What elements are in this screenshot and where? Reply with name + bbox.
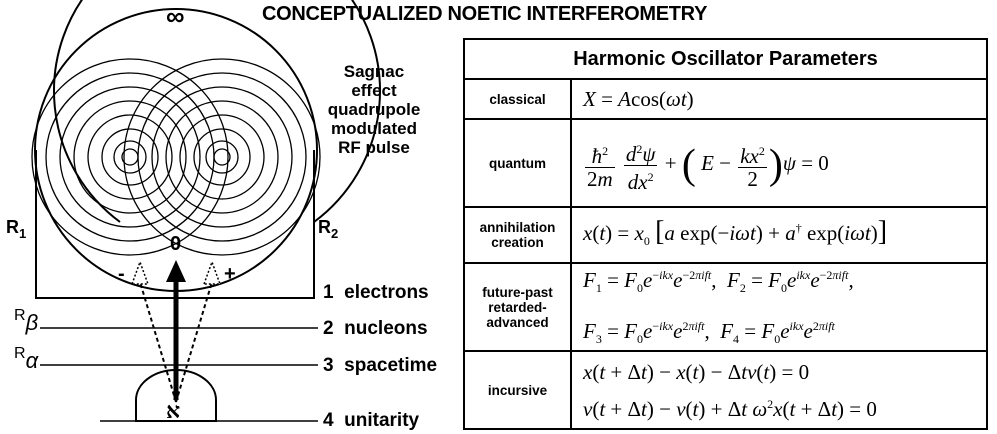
r-beta-subscript: β <box>25 310 39 335</box>
level-label: electrons <box>344 282 429 303</box>
table-row: classical X = Acos(ωt) <box>465 80 986 120</box>
center-arrow-head <box>166 260 186 282</box>
level-unitarity: 4 unitarity <box>323 410 419 432</box>
table-row: incursive x(t + Δt) − x(t) − Δtv(t) = 0 … <box>465 352 986 428</box>
zero-label: 0 <box>170 233 181 255</box>
r-alpha-label: R <box>14 345 26 362</box>
right-rings <box>123 58 321 256</box>
r-beta-label: R <box>14 307 26 324</box>
annihilation-formula: x(t) = x0 [a exp(−iωt) + a† exp(iωt)] <box>583 216 888 249</box>
plus-label: + <box>224 263 236 285</box>
outer-circle <box>53 0 381 223</box>
level-number: 4 <box>323 410 334 431</box>
left-arrow-head <box>130 259 150 285</box>
row-name: annihilation creation <box>465 208 572 262</box>
level-electrons: 1 electrons <box>323 282 429 304</box>
level-number: 1 <box>323 282 334 303</box>
r2-label: R <box>318 217 331 237</box>
level-number: 2 <box>323 318 334 339</box>
level-spacetime: 3 spacetime <box>323 355 437 377</box>
row-name: quantum <box>465 120 572 206</box>
table-heading: Harmonic Oscillator Parameters <box>465 40 986 80</box>
level-label: spacetime <box>344 355 438 376</box>
sagnac-note-line: effect <box>351 81 397 100</box>
sagnac-note: Sagnac effect quadrupole modulated RF pu… <box>318 62 430 157</box>
sagnac-note-line: quadrupole <box>327 100 421 119</box>
r1-subscript: 1 <box>19 226 26 241</box>
row-name: incursive <box>465 352 572 428</box>
row-name: future-past retarded-advanced <box>465 264 572 350</box>
aleph-symbol: א <box>166 398 180 424</box>
r2-subscript: 2 <box>331 226 338 241</box>
svg-text:Rα: Rα <box>14 345 40 373</box>
level-label: nucleons <box>344 318 428 339</box>
level-nucleons: 2 nucleons <box>323 318 428 340</box>
level-number: 3 <box>323 355 334 376</box>
level-label: unitarity <box>344 410 420 431</box>
page-title: CONCEPTUALIZED NOETIC INTERFEROMETRY <box>262 3 708 25</box>
classical-formula: X = Acos(ωt) <box>583 87 694 111</box>
svg-text:R1: R1 <box>6 217 26 241</box>
minus-label: - <box>118 263 125 285</box>
row-name: classical <box>465 80 572 118</box>
svg-text:R2: R2 <box>318 217 338 241</box>
sagnac-note-line: Sagnac <box>343 62 405 81</box>
right-arrow-head <box>202 259 222 285</box>
sagnac-note-line: modulated <box>331 119 417 138</box>
sagnac-note-line: RF pulse <box>338 138 410 157</box>
future-past-formula: F1 = F0e−ikxe−2πift, F2 = F0eikxe−2πift,… <box>583 267 854 347</box>
interferometer-diagram: ∞ 0 - + א R1 R2 Rβ Rα <box>6 0 381 424</box>
r-alpha-subscript: α <box>26 348 40 373</box>
left-rings <box>31 58 229 256</box>
table-row: annihilation creation x(t) = x0 [a exp(−… <box>465 208 986 264</box>
r1-label: R <box>6 217 19 237</box>
svg-text:Rβ: Rβ <box>14 307 39 335</box>
infinity-label: ∞ <box>166 1 185 31</box>
incursive-formula: x(t + Δt) − x(t) − Δtv(t) = 0 v(t + Δt) … <box>583 359 877 421</box>
table-row: future-past retarded-advanced F1 = F0e−i… <box>465 264 986 352</box>
parameters-table: Harmonic Oscillator Parameters classical… <box>463 38 988 430</box>
